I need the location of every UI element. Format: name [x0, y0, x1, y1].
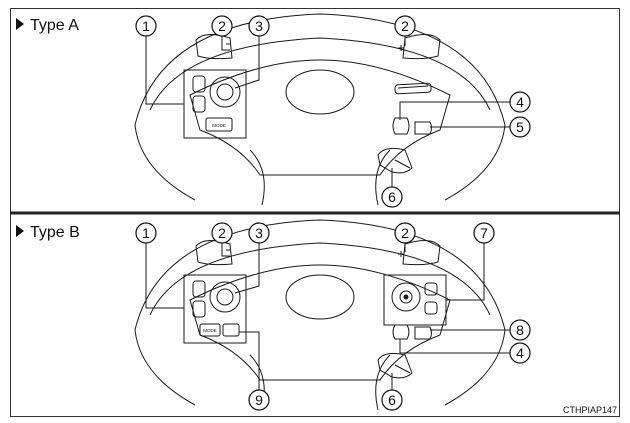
right-switch-cluster-b: [377, 274, 447, 379]
callout-2-left-b: 2: [211, 222, 233, 244]
svg-text:3: 3: [255, 18, 263, 34]
svg-text:3: 3: [255, 225, 263, 241]
svg-text:4: 4: [516, 94, 524, 110]
leader-lines-b: [145, 243, 510, 390]
leader-lines-a: [145, 36, 510, 187]
figure-code: CTHPIAP147: [563, 405, 617, 415]
mode-button-label-a: MODE: [212, 123, 226, 128]
panel-type-b: Type B MODE: [16, 219, 531, 411]
svg-text:2: 2: [401, 18, 409, 34]
svg-text:6: 6: [388, 189, 396, 205]
svg-text:8: 8: [516, 322, 524, 338]
callout-8-b: 8: [509, 319, 531, 341]
type-b-title: Type B: [30, 224, 80, 241]
panel-type-a: Type A: [16, 13, 531, 208]
svg-text:4: 4: [516, 345, 524, 361]
svg-text:2: 2: [218, 18, 226, 34]
steering-wheel-b: [134, 219, 506, 411]
callout-3-a: 3: [248, 15, 270, 37]
callout-4-a: 4: [509, 91, 531, 113]
callout-4-b: 4: [509, 342, 531, 364]
mode-button-label-b: MODE: [203, 328, 217, 333]
callout-6-a: 6: [381, 186, 403, 208]
callout-1-b: 1: [135, 222, 157, 244]
callout-5-a: 5: [509, 116, 531, 138]
callout-1-a: 1: [135, 15, 157, 37]
right-switches-a: [377, 117, 432, 174]
type-b-triangle-icon: [16, 225, 24, 237]
svg-text:5: 5: [516, 119, 524, 135]
svg-text:6: 6: [388, 392, 396, 408]
svg-text:9: 9: [255, 392, 263, 408]
callout-2-left-a: 2: [211, 15, 233, 37]
left-switch-cluster-b: [183, 274, 247, 344]
callout-2-right-b: 2: [394, 222, 416, 244]
svg-text:1: 1: [142, 18, 150, 34]
svg-text:2: 2: [401, 225, 409, 241]
callout-7-b: 7: [473, 222, 495, 244]
svg-text:1: 1: [142, 225, 150, 241]
type-a-title: Type A: [30, 17, 79, 34]
callout-6-b: 6: [381, 389, 403, 411]
callout-2-right-a: 2: [394, 15, 416, 37]
svg-text:2: 2: [218, 225, 226, 241]
svg-text:7: 7: [480, 225, 488, 241]
steering-wheel-a: [134, 13, 506, 206]
callout-3-b: 3: [248, 222, 270, 244]
callout-9-b: 9: [248, 389, 270, 411]
type-a-triangle-icon: [16, 18, 24, 30]
